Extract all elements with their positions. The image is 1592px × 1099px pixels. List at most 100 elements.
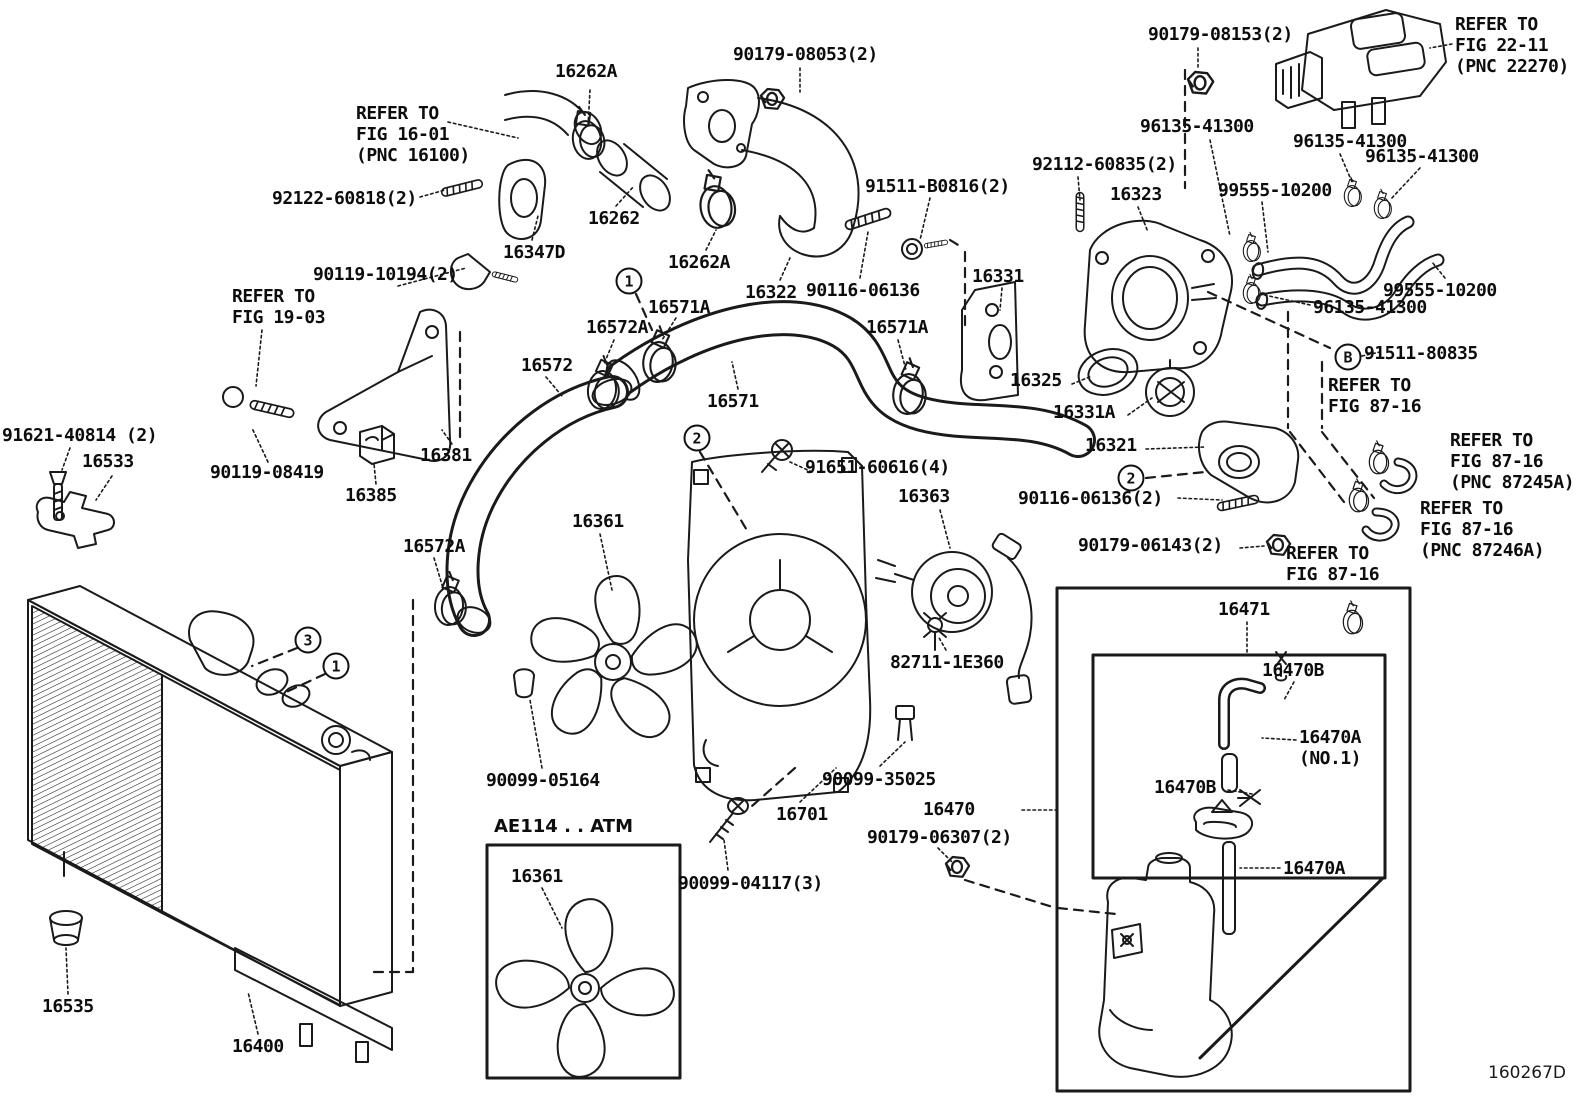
callout-1: 1: [322, 652, 350, 680]
reserve-tank-16470-drawing: [1098, 852, 1233, 1078]
part-label-16385: 16385: [345, 485, 397, 506]
water-inlet-16321-drawing: [1198, 420, 1300, 504]
bolt-91511-b0816-drawing: [901, 238, 949, 260]
dashed-construction-lines: [250, 68, 1376, 974]
part-label-refer-fig-87-16-c: REFER TO FIG 87-16 (PNC 87246A): [1420, 498, 1545, 561]
part-label-16347d: 16347D: [503, 242, 566, 263]
nut-90179-08053-drawing: [759, 87, 786, 110]
part-label-90099-05164: 90099-05164: [486, 770, 600, 791]
part-label-90116-06136-1: 90116-06136: [806, 280, 920, 301]
fan-motor-16363-drawing: [875, 532, 1033, 705]
part-label-16572a-2: 16572A: [403, 536, 466, 557]
part-label-16533: 16533: [82, 451, 134, 472]
part-label-99555-10200-1: 99555-10200: [1218, 180, 1332, 201]
part-label-16470b-1: 16470B: [1262, 660, 1325, 681]
part-label-16262a-2: 16262A: [668, 252, 731, 273]
part-label-16322: 16322: [745, 282, 797, 303]
clip-82711-drawing: [923, 612, 947, 651]
part-label-16321: 16321: [1085, 435, 1137, 456]
part-label-91621-40814: 91621-40814 (2): [2, 425, 158, 446]
part-label-90179-08153: 90179-08153(2): [1148, 24, 1293, 45]
part-label-82711-1e360: 82711-1E360: [890, 652, 1004, 673]
part-label-90179-08053: 90179-08053(2): [733, 44, 878, 65]
part-label-90179-06307: 90179-06307(2): [867, 827, 1012, 848]
stud-92122-drawing: [440, 178, 484, 198]
clip-90099-35025-drawing: [895, 705, 915, 741]
part-label-16470a-1: 16470A (NO.1): [1299, 727, 1362, 769]
part-label-16470b-2: 16470B: [1154, 777, 1217, 798]
part-label-refer-fig-87-16-b: REFER TO FIG 87-16 (PNC 87245A): [1450, 430, 1575, 493]
reserve-tank-outer-box: [1055, 586, 1412, 1093]
part-label-96135-41300-4: 96135-41300: [1313, 297, 1427, 318]
part-label-16331: 16331: [972, 266, 1024, 287]
fig87-clamps-and-stubs-drawing: [1342, 440, 1418, 635]
nut-90179-08153-drawing: [1186, 70, 1215, 95]
part-label-99555-10200-2: 99555-10200: [1383, 280, 1497, 301]
bolt-91651-drawing: [761, 439, 793, 473]
part-label-refer-fig-22-11: REFER TO FIG 22-11 (PNC 22270): [1455, 14, 1569, 77]
part-label-91511-80835: 91511-80835: [1364, 343, 1478, 364]
stud-90116-1-drawing: [843, 206, 893, 232]
part-label-refer-fig-87-16-a: REFER TO FIG 87-16: [1328, 375, 1422, 417]
part-label-16571a-2: 16571A: [866, 317, 929, 338]
heater-hoses-99555-drawing: [1251, 215, 1445, 321]
clamp-16262a-2-drawing: [694, 166, 739, 231]
ae114-variant-box: [485, 843, 682, 1080]
fan-16361-drawing: [524, 575, 704, 749]
bracket-16533-drawing: [35, 491, 115, 549]
part-label-16471: 16471: [1218, 599, 1270, 620]
part-label-16262a-1: 16262A: [555, 61, 618, 82]
part-label-90119-10194: 90119-10194(2): [313, 264, 458, 285]
inlet-elbow-fig16-01-drawing: [504, 90, 603, 146]
part-label-16381: 16381: [420, 445, 472, 466]
callout-3: 3: [294, 626, 322, 654]
cushion-16385-drawing: [359, 425, 395, 465]
grommet-90099-05164-drawing: [513, 668, 535, 699]
part-label-91651-60616: 91651-60616(4): [805, 457, 950, 478]
part-label-90179-06143: 90179-06143(2): [1078, 535, 1223, 556]
water-inlet-16322-drawing: [683, 79, 860, 258]
part-label-16325: 16325: [1010, 370, 1062, 391]
part-label-16262: 16262: [588, 208, 640, 229]
callout-2: 2: [683, 424, 711, 452]
callout-1: 1: [615, 267, 643, 295]
part-label-96135-41300-3: 96135-41300: [1365, 146, 1479, 167]
part-label-92122-60818: 92122-60818(2): [272, 188, 417, 209]
part-label-16571: 16571: [707, 391, 759, 412]
part-label-ae114-atm: AE114 . . ATM: [494, 816, 633, 837]
part-label-16701: 16701: [776, 804, 828, 825]
part-label-90116-06136-2: 90116-06136(2): [1018, 488, 1163, 509]
clamp-16262a-1-drawing: [566, 102, 609, 163]
callout-b: B: [1334, 343, 1362, 371]
fan-16361-atm-drawing: [495, 898, 675, 1078]
part-label-16361-2: 16361: [511, 866, 563, 887]
part-label-90099-04117: 90099-04117(3): [678, 873, 823, 894]
part-label-16572: 16572: [521, 355, 573, 376]
part-label-91511-b0816: 91511-B0816(2): [865, 176, 1010, 197]
part-label-16470a-2: 16470A: [1283, 858, 1346, 879]
gasket-16347d-drawing: [498, 158, 547, 240]
part-label-16571a-1: 16571A: [648, 297, 711, 318]
part-label-16323: 16323: [1110, 184, 1162, 205]
part-label-16400: 16400: [232, 1036, 284, 1057]
part-label-92112-60835: 92112-60835(2): [1032, 154, 1177, 175]
bolt-91621-drawing: [49, 471, 67, 521]
part-label-16470: 16470: [923, 799, 975, 820]
drain-plug-drawing: [49, 910, 83, 946]
part-label-96135-41300-1: 96135-41300: [1140, 116, 1254, 137]
part-label-90119-08419: 90119-08419: [210, 462, 324, 483]
lower-hose-16572-drawing: [445, 375, 633, 637]
screw-90099-04117-drawing: [709, 797, 749, 843]
part-label-90099-35025: 90099-35025: [822, 769, 936, 790]
part-label-16535: 16535: [42, 996, 94, 1017]
water-outlet-16331-drawing: [960, 281, 1019, 402]
reserve-tank-parts-drawing: [1193, 651, 1288, 935]
reserve-tank-inner-box: [1091, 653, 1387, 1060]
vacuum-sensor-22270-drawing: [1275, 9, 1447, 129]
part-label-refer-fig-87-16-d: REFER TO FIG 87-16: [1286, 543, 1380, 585]
callout-2: 2: [1117, 464, 1145, 492]
bolt-90119-08419-drawing: [222, 386, 296, 419]
fan-shroud-16701-drawing: [687, 449, 872, 802]
